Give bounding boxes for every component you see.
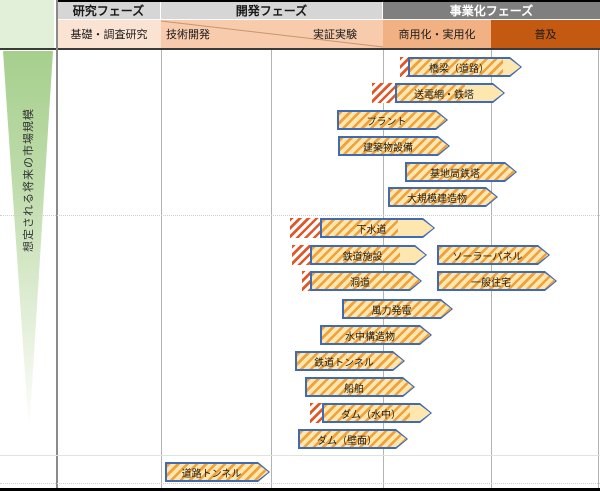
stage-label: 基礎・調査研究 [70,28,148,41]
roadmap-arrow: 道路トンネル [165,462,270,482]
arrow-label: プラント [366,116,407,128]
arrow-label: ダム（壁面） [317,435,377,447]
arrow-label: 鉄道トンネル [314,357,374,369]
bottom-border [0,488,600,491]
arrow-body [167,464,269,481]
arrow-label: 道路トンネル [181,468,242,480]
arrow-label: 鉄道施設 [342,251,383,263]
hatched-lead-in [290,218,320,238]
gridline-vertical [161,50,162,488]
phase-header-commercialization: 事業化フェーズ [383,2,600,20]
arrow-body [322,220,434,237]
arrow-body [300,431,407,448]
arrow-body [390,189,497,206]
roadmap-arrow: プラント [337,110,448,130]
hatched-lead-in [310,403,322,423]
arrow-body [312,273,421,290]
stage-cell-diffusion: 普及 [491,20,600,48]
roadmap-arrow: 風力発電 [342,299,453,319]
phase-header-label: 事業化フェーズ [449,4,534,18]
roadmap-arrow: ダム（壁面） [298,429,408,449]
arrow-body [339,112,447,129]
arrow-label: 建築物設備 [363,142,413,154]
arrow-body [322,327,431,344]
arrow-label: ソーラーパネル [452,251,523,263]
hatched-lead-in [302,271,310,291]
gridline-horizontal [0,215,600,217]
arrow-label: 水中構造物 [345,331,395,343]
gridline-vertical [56,0,58,488]
arrow-body [410,59,521,76]
y-axis-header-cell [0,0,54,48]
gridline-vertical [383,50,384,488]
arrow-body [439,273,556,290]
roadmap-arrow: 船舶 [305,377,415,397]
roadmap-arrow: 鉄道施設 [310,245,427,265]
arrow-label: 送電網・鉄塔 [414,89,474,101]
arrow-body [324,405,431,422]
roadmap-arrow: 大規模建造物 [388,187,498,207]
stage-label: 商用化・実用化 [398,28,476,41]
arrow-label: 一般住宅 [471,277,511,289]
arrow-label: 基地局鉄塔 [430,168,480,180]
arrow-body [407,164,516,181]
stage-label: 普及 [534,28,557,41]
header-bottom-rule [0,48,600,50]
hatched-lead-in [292,245,310,265]
stage-cell-basic-research: 基礎・調査研究 [57,20,161,48]
phase-header-research: 研究フェーズ [57,2,161,20]
roadmap-arrow: 建築物設備 [338,136,450,156]
gridline-vertical [271,50,272,488]
arrow-label: 橋梁（道路） [429,63,489,75]
roadmap-arrow: 鉄道トンネル [295,351,405,371]
roadmap-arrow: 下水道 [320,218,435,238]
arrow-label: 風力発電 [371,305,412,317]
gridline-horizontal [0,455,600,456]
arrow-label: 洞道 [350,277,370,289]
arrow-label: 船舶 [344,383,364,395]
arrow-label: 下水道 [356,224,387,236]
stage-cell-commercial-use: 商用化・実用化 [383,20,491,48]
arrow-label: 大規模建造物 [407,193,467,205]
roadmap-arrow: 水中構造物 [320,325,432,345]
diagonal-divider [161,20,383,48]
gridline-horizontal [0,483,600,485]
phase-header-label: 研究フェーズ [72,4,145,18]
stage-label-demonstration: 実証実験 [313,28,357,41]
roadmap-arrow: 基地局鉄塔 [405,162,517,182]
top-border [57,0,600,2]
hatched-lead-in [400,57,408,77]
hatched-lead-in [372,83,395,103]
arrow-label: ダム（水中） [341,409,401,421]
arrow-body [307,379,414,396]
roadmap-arrow: 橋梁（道路） [408,57,522,77]
gridline-vertical [491,50,492,488]
stage-cell-development: 技術開発 実証実験 [161,20,383,48]
arrow-body [344,301,452,318]
gridline-vertical [598,50,599,488]
arrow-body [439,247,549,264]
arrow-body [397,85,504,102]
roadmap-arrow: ソーラーパネル [437,245,550,265]
roadmap-arrow: 洞道 [310,271,422,291]
roadmap-arrow: ダム（水中） [322,403,432,423]
arrow-body [340,138,449,155]
phase-header-label: 開発フェーズ [235,4,308,18]
roadmap-arrow: 一般住宅 [437,271,557,291]
stage-label-tech-dev: 技術開発 [166,28,210,41]
arrow-body [312,247,426,264]
arrow-body [297,353,404,370]
phase-header-development: 開発フェーズ [161,2,383,20]
roadmap-arrow: 送電網・鉄塔 [395,83,505,103]
